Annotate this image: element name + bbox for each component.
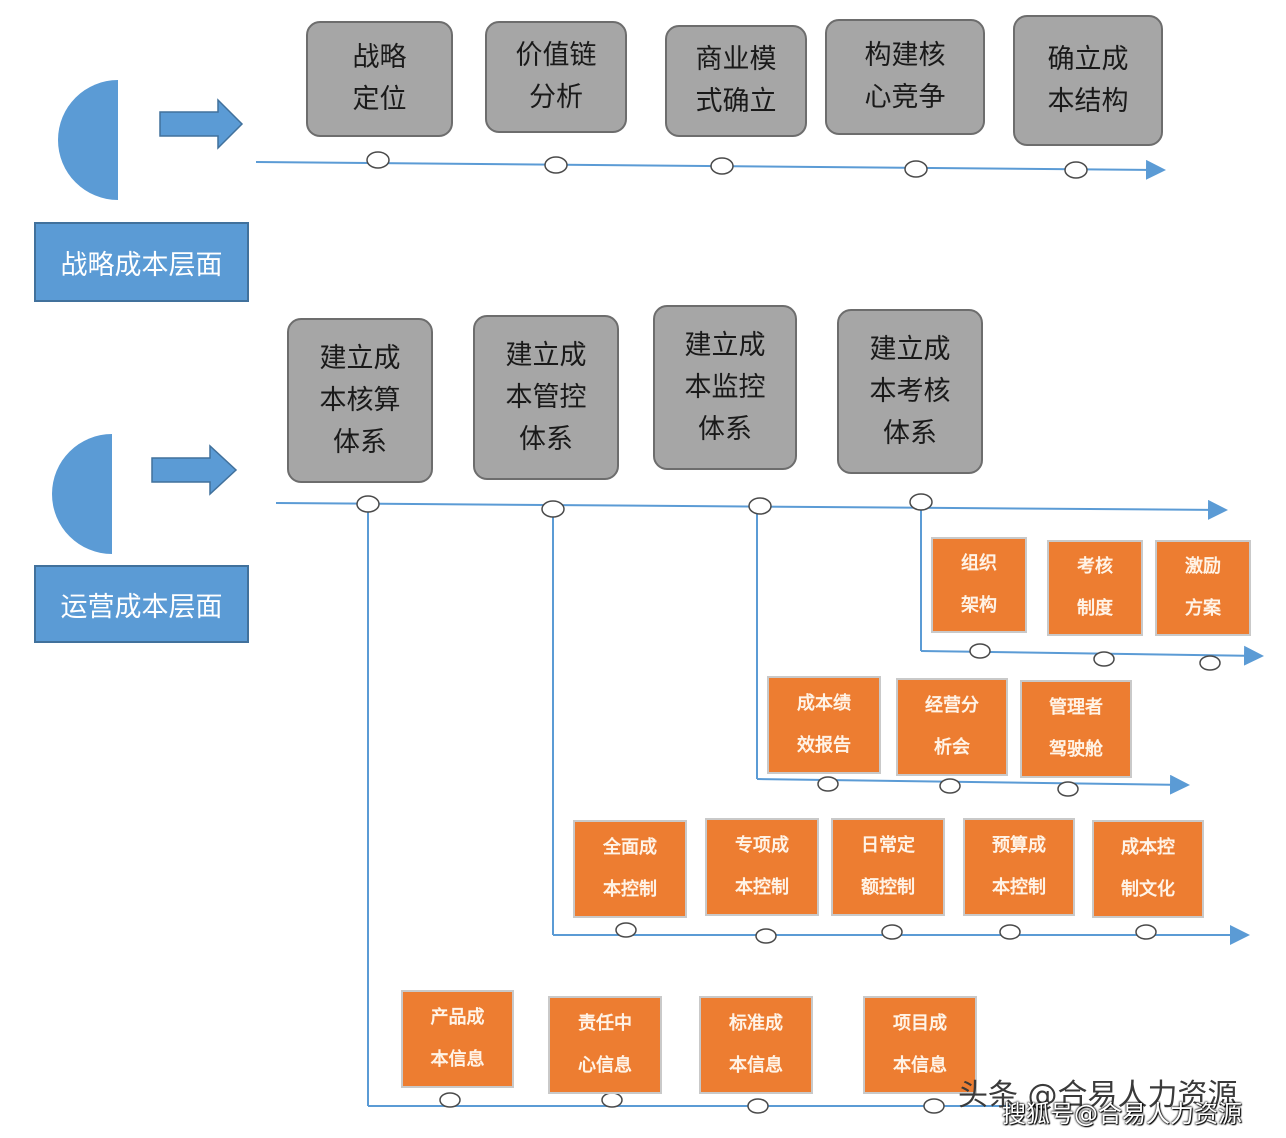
- item-project-cost-info: 项目成 本信息: [863, 996, 977, 1094]
- item-comprehensive-control: 全面成 本控制: [573, 820, 687, 918]
- step-value-chain-analysis: 价值链 分析: [485, 21, 627, 133]
- system-cost-control: 建立成 本管控 体系: [473, 315, 619, 480]
- item-standard-cost-info: 标准成 本信息: [699, 996, 813, 1094]
- item-assessment-system: 考核 制度: [1047, 540, 1143, 636]
- system-cost-monitoring: 建立成 本监控 体系: [653, 305, 797, 470]
- arrow-icon: [151, 444, 238, 496]
- timeline-node: [1057, 781, 1079, 797]
- step-strategic-positioning: 战略 定位: [306, 21, 453, 137]
- timeline-node: [817, 776, 839, 792]
- item-control-culture: 成本控 制文化: [1092, 820, 1204, 918]
- timeline-node: [541, 500, 565, 518]
- item-incentive-plan: 激励 方案: [1155, 540, 1251, 636]
- timeline-node: [939, 778, 961, 794]
- item-operations-meeting: 经营分 析会: [896, 678, 1008, 776]
- timeline-node: [747, 1098, 769, 1114]
- timeline-node: [999, 924, 1021, 940]
- timeline-node: [356, 495, 380, 513]
- timeline-node: [366, 151, 390, 169]
- item-budget-control: 预算成 本控制: [963, 818, 1075, 916]
- timeline-node: [1199, 655, 1221, 671]
- operational-level-label: 运营成本层面: [34, 565, 249, 643]
- item-daily-quota-control: 日常定 额控制: [831, 818, 945, 916]
- strategic-level-label: 战略成本层面: [34, 222, 249, 302]
- strategic-timeline: [255, 159, 1166, 180]
- timeline-node: [923, 1098, 945, 1114]
- timeline-node: [544, 156, 568, 174]
- item-product-cost-info: 产品成 本信息: [401, 990, 514, 1088]
- system-cost-assessment: 建立成 本考核 体系: [837, 309, 983, 474]
- item-org-structure: 组织 架构: [931, 537, 1027, 633]
- system-cost-accounting: 建立成 本核算 体系: [287, 318, 433, 483]
- arrow-icon: [159, 98, 244, 150]
- timeline-node: [969, 643, 991, 659]
- timeline-node: [710, 157, 734, 175]
- timeline-node: [615, 922, 637, 938]
- timeline-node: [1093, 651, 1115, 667]
- pie-icon: [58, 80, 118, 200]
- watermark-sohu: 搜狐号@合易人力资源: [1002, 1100, 1242, 1128]
- timeline-node: [904, 160, 928, 178]
- timeline-node: [1064, 161, 1088, 179]
- item-manager-cockpit: 管理者 驾驶舱: [1020, 680, 1132, 778]
- timeline-node: [601, 1092, 623, 1108]
- timeline-node: [748, 497, 772, 515]
- watermark-toutiao: 头条 @合易人力资源: [958, 1078, 1238, 1113]
- timeline-node: [909, 493, 933, 511]
- pie-icon: [52, 434, 112, 554]
- timeline-node: [1135, 924, 1157, 940]
- timeline-node: [755, 928, 777, 944]
- step-core-competence: 构建核 心竞争: [825, 19, 985, 135]
- timeline-node: [881, 924, 903, 940]
- step-cost-structure: 确立成 本结构: [1013, 15, 1163, 146]
- item-responsibility-center-info: 责任中 心信息: [548, 996, 662, 1094]
- item-performance-report: 成本绩 效报告: [767, 676, 881, 774]
- item-special-control: 专项成 本控制: [705, 818, 819, 916]
- step-business-model: 商业模 式确立: [665, 25, 807, 137]
- timeline-node: [439, 1092, 461, 1108]
